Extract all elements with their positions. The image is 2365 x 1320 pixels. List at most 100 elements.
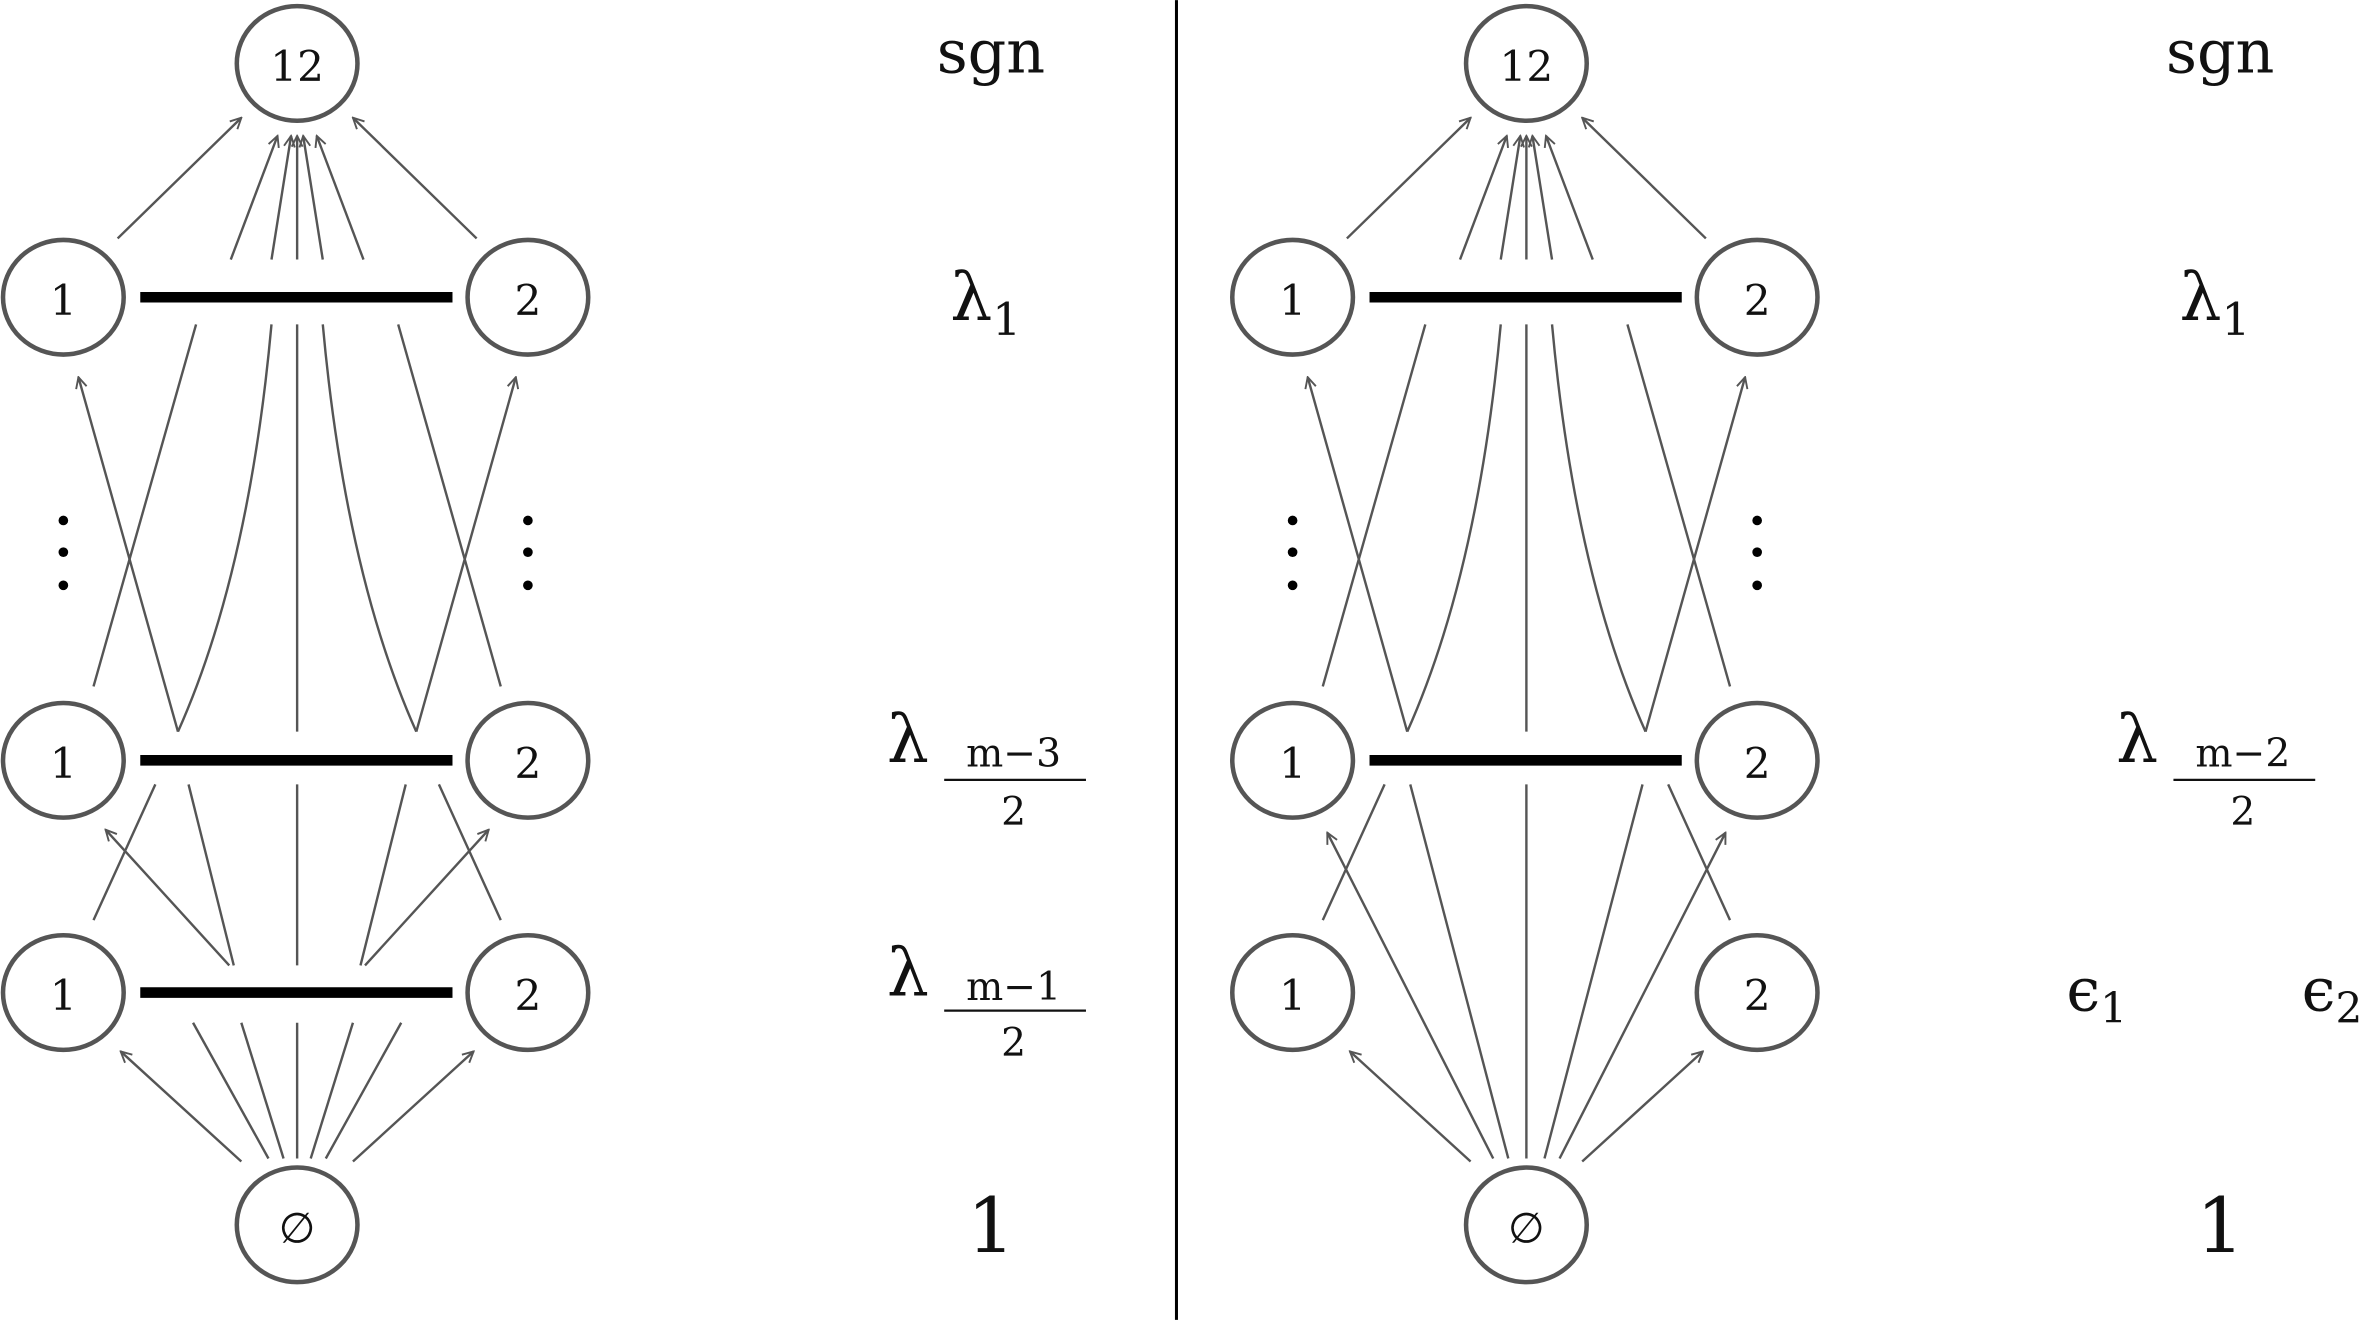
edge: [1550, 324, 1647, 733]
edge: [1406, 324, 1502, 733]
node-12: 12: [1463, 3, 1589, 124]
edge: [1321, 783, 1386, 921]
edge: [321, 324, 418, 733]
arrow-edge: [317, 136, 365, 260]
edge: [1321, 324, 1427, 687]
label-epsilon-2: ϵ2: [2302, 956, 2363, 1033]
svg-text:1: 1: [1279, 276, 1306, 325]
node-12: 12: [234, 3, 360, 124]
arrow-edge: [1350, 1051, 1472, 1163]
node-empty-set: ∅: [1463, 1165, 1589, 1285]
label-one: 1: [967, 1182, 1015, 1270]
arrow-edge: [415, 377, 516, 732]
ellipsis-dot: [523, 515, 533, 526]
edge: [240, 1022, 285, 1159]
label-sgn: sgn: [937, 18, 1045, 88]
svg-text:2: 2: [1744, 739, 1771, 788]
node-2: 2: [1694, 237, 1820, 357]
label-lambda-row2: λ: [887, 700, 929, 778]
arrow-edge: [121, 1051, 243, 1163]
arrow-edge: [352, 1051, 474, 1163]
arrow-edge: [1346, 118, 1471, 240]
ellipsis-dot: [1752, 547, 1762, 557]
svg-text:1: 1: [50, 971, 77, 1020]
node-1: 1: [0, 933, 126, 1053]
svg-text:2: 2: [514, 971, 541, 1020]
label-lambda-1: λ1: [950, 258, 1021, 346]
node-1: 1: [1230, 933, 1356, 1053]
node-1: 1: [1230, 237, 1356, 357]
ellipsis-dot: [1752, 580, 1762, 591]
svg-text:1: 1: [50, 276, 77, 325]
label-row2-numerator: m−2: [2195, 731, 2290, 776]
label-lambda-row3: λ: [887, 934, 929, 1012]
edge: [176, 324, 273, 733]
arrow-edge: [1582, 118, 1707, 240]
arrow-edge: [78, 377, 180, 732]
svg-text:2: 2: [514, 276, 541, 325]
arrow-edge: [1558, 833, 1727, 1160]
arrow-edge: [364, 830, 489, 967]
svg-text:1: 1: [1279, 739, 1306, 788]
ellipsis-dot: [58, 580, 69, 591]
svg-text:∅: ∅: [279, 1203, 316, 1252]
edge: [324, 1022, 403, 1160]
edge: [359, 784, 407, 966]
svg-text:2: 2: [1744, 276, 1771, 325]
ellipsis-dot: [523, 547, 533, 557]
arrow-edge: [1499, 136, 1521, 260]
ellipsis-dot: [1287, 515, 1298, 526]
svg-text:2: 2: [514, 739, 541, 788]
ellipsis-dot: [1752, 515, 1762, 526]
edge: [187, 784, 235, 966]
label-row3-denominator: 2: [1001, 1021, 1026, 1066]
arrow-edge: [270, 136, 291, 260]
label-lambda-1: λ1: [2179, 258, 2250, 346]
ellipsis-dot: [58, 515, 69, 526]
edge: [309, 1022, 355, 1159]
edge: [397, 324, 502, 687]
label-row3-numerator: m−1: [966, 965, 1061, 1010]
arrow-edge: [229, 136, 278, 260]
ellipsis-dot: [1287, 580, 1298, 591]
arrow-edge: [303, 136, 324, 260]
label-epsilon-1: ϵ1: [2066, 956, 2127, 1033]
svg-text:∅: ∅: [1508, 1203, 1545, 1252]
ellipsis-dot: [1287, 547, 1298, 557]
label-one: 1: [2196, 1182, 2244, 1270]
arrow-edge: [353, 118, 478, 240]
node-2: 2: [465, 700, 591, 820]
node-2: 2: [1694, 700, 1820, 820]
arrow-edge: [1644, 377, 1746, 732]
arrow-edge: [1546, 136, 1594, 260]
edge: [1626, 324, 1732, 687]
node-1: 1: [0, 237, 126, 357]
arrow-edge: [1308, 377, 1409, 732]
arrow-edge: [1581, 1051, 1703, 1163]
arrow-edge: [1326, 833, 1495, 1160]
label-row2-denominator: 2: [1001, 790, 1026, 835]
node-empty-set: ∅: [234, 1165, 360, 1285]
svg-text:12: 12: [270, 42, 324, 91]
edge: [192, 1022, 270, 1160]
edge: [437, 783, 502, 921]
edge: [1409, 784, 1510, 1159]
label-row2-denominator: 2: [2230, 790, 2255, 835]
node-2: 2: [465, 933, 591, 1053]
svg-text:1: 1: [1279, 971, 1306, 1020]
label-row2-numerator: m−3: [966, 731, 1061, 776]
label-lambda-row2: λ: [2116, 700, 2158, 778]
arrow-edge: [116, 118, 242, 240]
edge: [1543, 784, 1644, 1159]
svg-text:12: 12: [1500, 42, 1554, 91]
svg-text:1: 1: [50, 739, 77, 788]
ellipsis-dot: [523, 580, 533, 591]
ellipsis-dot: [58, 547, 69, 557]
arrow-edge: [106, 830, 231, 967]
label-sgn: sgn: [2166, 18, 2274, 88]
arrow-edge: [1532, 136, 1554, 260]
